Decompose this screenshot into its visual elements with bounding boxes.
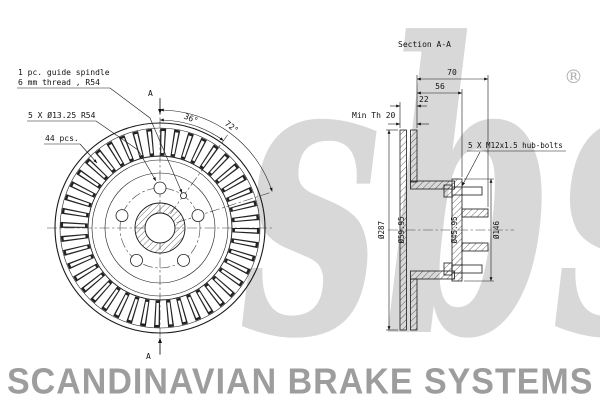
disc-front-view: 36° 72° 1 pc. guide spindle 6 mm thread … <box>17 68 273 361</box>
disc-plate-outboard <box>399 129 407 331</box>
hub-barrel-top <box>461 208 489 218</box>
center-bore-hatch <box>135 203 185 253</box>
dia-287-label: Ø287 <box>377 221 386 239</box>
hub-bolts-annotation: 5 X M12x1.5 hub-bolts <box>461 141 566 187</box>
leader-line <box>95 120 157 182</box>
hub-hat-circle <box>104 172 216 284</box>
hub-bolt-head-bottom <box>443 262 453 276</box>
hub-bolt-head-top <box>443 184 453 198</box>
dimension-min-thickness: Min Th 20 <box>352 111 429 126</box>
guide-spindle-note-line1: 1 pc. guide spindle <box>18 68 110 77</box>
hub-barrel-bottom <box>461 242 489 252</box>
bolt-hole <box>191 209 205 223</box>
friction-band-inner-circle <box>91 159 229 297</box>
dimension-dia-146: Ø146 <box>464 178 501 282</box>
registered-trademark-icon: ® <box>564 66 583 88</box>
dim-22-label: 22 <box>419 95 429 104</box>
leader-line <box>109 87 183 194</box>
dim-56-label: 56 <box>435 82 445 91</box>
dimension-22: 22 <box>390 95 429 128</box>
section-marker-label-bottom: A <box>146 352 151 361</box>
bolt-hole <box>177 253 190 267</box>
section-view-title: Section A-A <box>398 40 451 49</box>
vent-count-annotation: 44 pcs. <box>44 134 98 164</box>
bolt-hole-annotation: 5 X Ø13.25 R54 <box>27 110 157 182</box>
vent-band-outer-circle <box>59 127 261 329</box>
dimension-dia-287: Ø287 <box>377 129 398 331</box>
section-marker-label-top: A <box>148 89 153 98</box>
brand-footer-text: SCANDINAVIAN BRAKE SYSTEMS <box>7 362 594 400</box>
section-cut-marker-bottom: A <box>146 337 162 361</box>
bolt-hole-note: 5 X Ø13.25 R54 <box>28 110 96 120</box>
hub-bolts-note: 5 X M12x1.5 hub-bolts <box>468 141 563 150</box>
vent-count-note: 44 pcs. <box>45 134 79 143</box>
hub-flange <box>451 178 463 282</box>
dia-146-label: Ø146 <box>492 220 501 239</box>
disc-section-view: Section A-A 70 <box>352 40 566 331</box>
bolt-hole <box>153 181 167 195</box>
bolt-hole <box>130 253 143 267</box>
dimension-56: 56 <box>417 82 463 177</box>
guide-spindle-annotation: 1 pc. guide spindle 6 mm thread , R54 <box>17 68 183 194</box>
hub-bolt-shaft-top <box>451 186 483 196</box>
disc-plate-inboard-top <box>410 129 418 183</box>
center-bore-inner <box>144 212 176 244</box>
sbs-watermark-logo: sbs <box>242 0 600 400</box>
vent-band-inner-circle <box>87 155 233 301</box>
dim-70-label: 70 <box>447 68 457 77</box>
angle-label-72: 72° <box>223 119 240 135</box>
dia-4595-label: Ø45.95 <box>450 216 459 243</box>
center-bore-outer <box>134 202 186 254</box>
disc-outer-edge <box>54 122 266 334</box>
leader-line <box>461 151 481 187</box>
vent-slot-ring <box>60 128 260 328</box>
disc-plate-inboard-bottom <box>410 278 418 331</box>
section-cut-marker-top: A <box>148 89 162 114</box>
hub-bolt-shaft-bottom <box>451 264 483 274</box>
bolt-hole <box>115 209 129 223</box>
min-thickness-label: Min Th 20 <box>352 111 396 120</box>
leader-line <box>79 143 98 164</box>
dia-5995-label: Ø59.95 <box>397 216 406 243</box>
dimension-70: 70 <box>416 68 489 207</box>
guide-spindle-hole <box>180 192 187 200</box>
guide-spindle-note-line2: 6 mm thread , R54 <box>18 78 100 87</box>
